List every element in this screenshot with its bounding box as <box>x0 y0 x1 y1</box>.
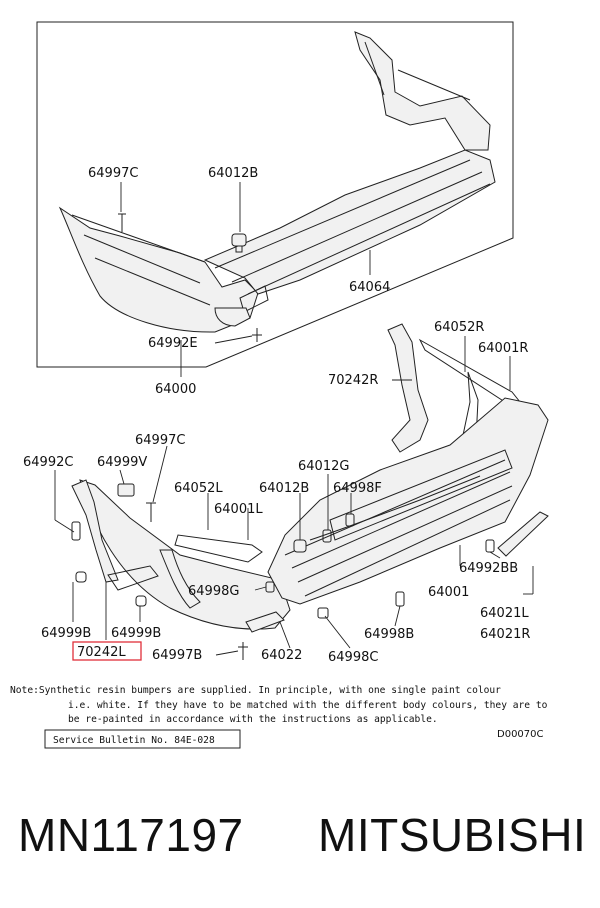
clip-64997C-lower <box>146 502 156 522</box>
fastener-64999B-right <box>135 595 147 607</box>
label-64021L: 64021L <box>480 606 529 621</box>
label-64001R: 64001R <box>478 341 528 356</box>
note-line-2: i.e. white. If they have to be matched w… <box>68 700 548 711</box>
highlight-box-70242L <box>72 641 142 661</box>
label-64021R: 64021R <box>480 627 530 642</box>
part-number: MN117197 <box>18 809 244 861</box>
label-64998B: 64998B <box>364 627 414 642</box>
label-64997C-lower: 64997C <box>135 433 185 448</box>
label-64064: 64064 <box>349 280 390 295</box>
label-64998C: 64998C <box>328 650 378 665</box>
label-64012B-lower: 64012B <box>259 481 309 496</box>
label-64997C-upper: 64997C <box>88 166 138 181</box>
label-64992C: 64992C <box>23 455 73 470</box>
label-64992BB: 64992BB <box>459 561 518 576</box>
lower-bumper-illustration <box>71 323 549 660</box>
fastener-64998F <box>345 513 355 527</box>
fastener-64992BB <box>485 539 495 553</box>
clip-64992E-upper <box>252 328 262 342</box>
label-70242R: 70242R <box>328 373 378 388</box>
upper-group-frame <box>36 21 514 368</box>
fastener-64012B-lower <box>293 539 307 553</box>
label-64001L: 64001L <box>214 502 263 517</box>
label-64998F: 64998F <box>333 481 382 496</box>
label-64992E: 64992E <box>148 336 198 351</box>
label-64999B-left: 64999B <box>41 626 91 641</box>
label-64052R: 64052R <box>434 320 484 335</box>
fastener-64999B-left <box>75 571 87 583</box>
brand-name: MITSUBISHI <box>318 809 587 861</box>
label-64999V: 64999V <box>97 455 147 470</box>
label-64022: 64022 <box>261 648 302 663</box>
label-64012B-upper: 64012B <box>208 166 258 181</box>
label-64999B-right: 64999B <box>111 626 161 641</box>
fastener-64012G <box>322 529 332 543</box>
note-line-1: Note:Synthetic resin bumpers are supplie… <box>10 685 501 696</box>
fastener-64999V <box>117 483 135 497</box>
label-64997B: 64997B <box>152 648 202 663</box>
upper-bumper-illustration <box>58 31 496 342</box>
label-64998G: 64998G <box>188 584 239 599</box>
clip-64997B <box>238 642 248 660</box>
fastener-64998C <box>317 607 329 619</box>
service-bulletin: Service Bulletin No. 84E-028 <box>53 735 215 746</box>
clip-64997C-upper <box>118 213 126 232</box>
fastener-64012B-upper <box>231 233 247 253</box>
label-64000: 64000 <box>155 382 196 397</box>
label-64001: 64001 <box>428 585 469 600</box>
label-64012G: 64012G <box>298 459 349 474</box>
diagram-code: D00070C <box>497 729 544 740</box>
fastener-64998B <box>395 591 405 607</box>
note-line-3: be re-painted in accordance with the ins… <box>68 714 438 725</box>
bulletin-box <box>44 729 241 749</box>
label-64052L: 64052L <box>174 481 223 496</box>
label-70242L: 70242L <box>77 645 126 660</box>
